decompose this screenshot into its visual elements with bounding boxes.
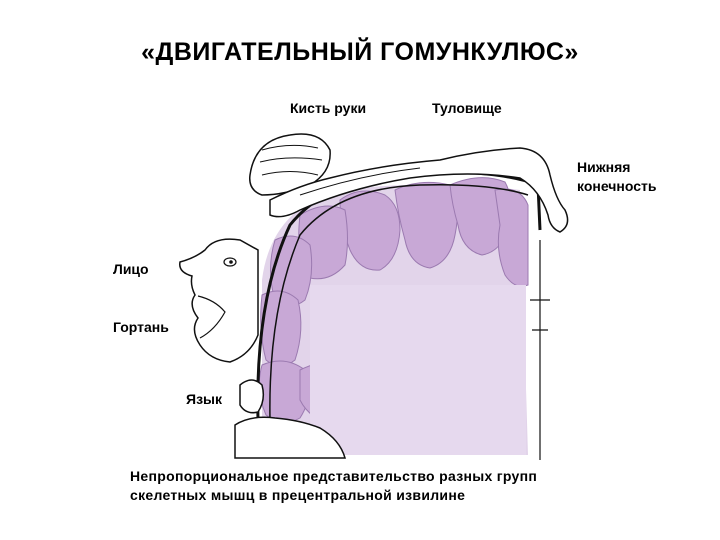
- label-larynx: Гортань: [113, 319, 169, 335]
- cortex-inner-line: [269, 183, 529, 421]
- caption-line-2: скелетных мышц в прецентральной извилине: [130, 487, 466, 503]
- midline: [530, 240, 550, 460]
- label-face: Лицо: [113, 261, 149, 277]
- tongue-shape: [239, 379, 265, 414]
- white-matter-core: [310, 285, 526, 455]
- face-shape: [179, 238, 259, 363]
- label-trunk: Туловище: [432, 100, 502, 116]
- hand-shape: [249, 133, 331, 196]
- caption: Непропорциональное представительство раз…: [130, 467, 690, 505]
- label-leg-line1: Нижняя: [577, 159, 631, 175]
- trunk-shape: [269, 147, 569, 233]
- label-tongue: Язык: [186, 391, 222, 407]
- label-hand: Кисть руки: [290, 100, 367, 116]
- label-leg-line2: конечность: [577, 178, 657, 194]
- page-title: «ДВИГАТЕЛЬНЫЙ ГОМУНКУЛЮС»: [141, 38, 579, 66]
- homunculus-body: [179, 133, 569, 459]
- caption-line-1: Непропорциональное представительство раз…: [130, 468, 538, 484]
